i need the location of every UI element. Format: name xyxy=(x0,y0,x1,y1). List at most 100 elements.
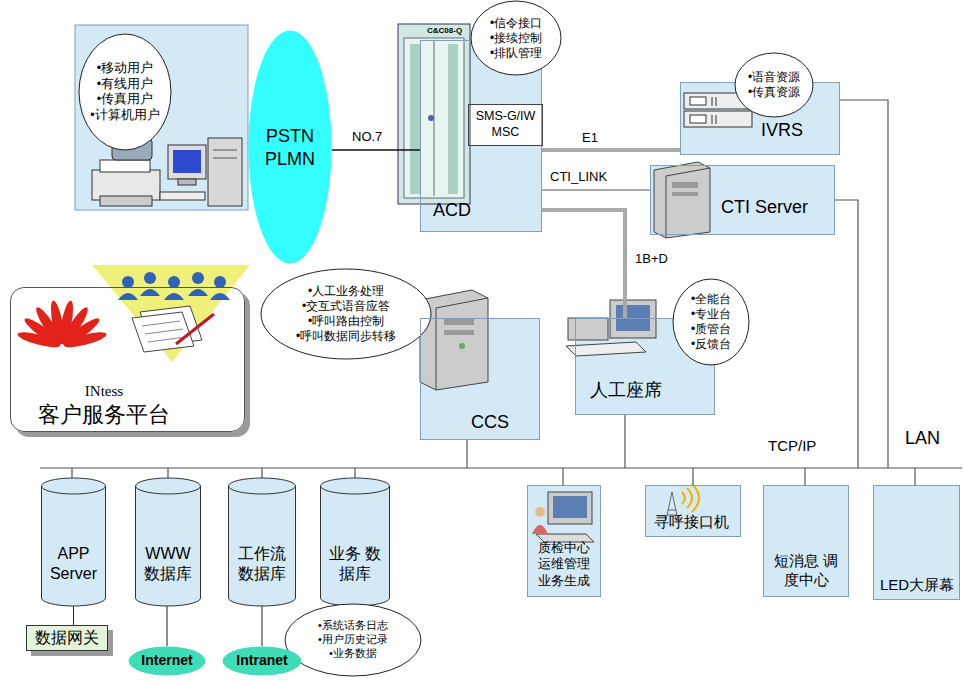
line-label: 1B+D xyxy=(633,252,670,267)
lan-bus xyxy=(40,100,962,485)
box-fill xyxy=(26,625,108,651)
ellipse-outline xyxy=(248,30,332,264)
cylinder-outline xyxy=(135,478,201,606)
node-text: IVRS xyxy=(761,119,803,142)
network-ellipse: Intranet xyxy=(222,646,302,676)
network-label: LAN xyxy=(905,428,940,449)
node-text: 数据网关 xyxy=(35,628,99,648)
connector xyxy=(542,148,680,152)
node-text: •交互式语音应答 xyxy=(296,299,396,314)
node-text: PSTN PLMN xyxy=(257,125,323,170)
node-text: •计算机用户 xyxy=(90,108,159,124)
box-fill xyxy=(680,82,840,155)
text-block: LED大屏幕 xyxy=(880,576,954,595)
text-block: •信令接口•接续控制•排队管理 xyxy=(490,16,542,61)
service-team-illustration xyxy=(92,265,250,362)
equipment-label: C&C08-Q xyxy=(427,26,462,35)
text-block: CTI Server xyxy=(721,196,808,219)
node-text: •用户历史记录 xyxy=(318,633,388,647)
cti-server-tower xyxy=(654,162,710,238)
node-text: •信令接口 xyxy=(490,16,542,31)
network-cloud: PSTN PLMN xyxy=(248,30,332,264)
text-block: WWW 数据库 xyxy=(139,544,197,584)
text-block: APP Server xyxy=(46,544,102,584)
database-cylinder: WWW 数据库 xyxy=(135,478,201,606)
text-block: 人工座席 xyxy=(590,379,662,402)
node-text: •全能台 xyxy=(691,292,731,307)
protocol-label: TCP/IP xyxy=(768,437,816,454)
node-text: WWW 数据库 xyxy=(139,544,197,584)
node-text: INtess xyxy=(19,382,189,401)
user-panel xyxy=(75,25,248,210)
node-text: Internet xyxy=(141,652,192,670)
text-block: •全能台•专业台•质管台•反馈台 xyxy=(691,292,731,352)
node-text: •呼叫路由控制 xyxy=(296,314,396,329)
cylinder-outline xyxy=(228,478,296,606)
text-block: ACD xyxy=(433,199,471,222)
huawei-logo xyxy=(16,300,107,350)
server-box: CTI Server xyxy=(650,165,835,235)
line-label: CTI_LINK xyxy=(548,170,609,185)
database-cylinder: 工作流 数据库 xyxy=(228,478,296,606)
bubble-note: •系统话务日志•用户历史记录•业务数据 xyxy=(284,603,422,677)
sms-center-box: 短消息 调度中心 xyxy=(763,485,849,597)
node-text: 人工座席 xyxy=(590,379,662,402)
node-text: •人工业务处理 xyxy=(296,284,396,299)
cylinder-outline xyxy=(320,478,390,606)
node-text: •移动用户 xyxy=(90,61,159,77)
sms-gateway-box: SMS-G/IW MSC xyxy=(468,104,543,146)
node-text: •传真资源 xyxy=(748,85,800,100)
box-fill xyxy=(527,485,601,597)
text-block: 质检中心 运维管理 业务生成 xyxy=(534,540,594,589)
text-block: •语音资源•传真资源 xyxy=(748,70,800,100)
box-fill xyxy=(763,485,849,597)
agent-workstation xyxy=(566,300,656,356)
platform-logo-box: INtess客户服务平台 xyxy=(10,287,245,432)
node-text: •呼叫数据同步转移 xyxy=(296,329,396,344)
node-text: •业务数据 xyxy=(318,647,388,661)
led-screen-box: LED大屏幕 xyxy=(873,485,960,600)
bubble-note: •人工业务处理•交互式语音应答•呼叫路由控制•呼叫数据同步转移 xyxy=(260,268,432,360)
connector xyxy=(542,210,625,318)
text-block: 寻呼接口机 xyxy=(654,513,729,532)
node-text: 质检中心 运维管理 业务生成 xyxy=(534,540,594,589)
node-text: ACD xyxy=(433,199,471,222)
text-block: •人工业务处理•交互式语音应答•呼叫路由控制•呼叫数据同步转移 xyxy=(296,284,396,344)
ccs-box: CCS xyxy=(420,318,540,440)
node-text: SMS-G/IW MSC xyxy=(473,109,539,140)
gateway-box: 数据网关 xyxy=(26,625,108,651)
box-fill xyxy=(645,485,741,537)
node-text: •排队管理 xyxy=(490,46,542,61)
node-text: APP Server xyxy=(46,544,102,584)
line-label: E1 xyxy=(580,131,600,146)
text-block: PSTN PLMN xyxy=(257,125,323,170)
text-block: •系统话务日志•用户历史记录•业务数据 xyxy=(318,619,388,660)
node-text: 客户服务平台 xyxy=(19,401,189,429)
node-text: •系统话务日志 xyxy=(318,619,388,633)
connector xyxy=(542,189,650,191)
text-block: CCS xyxy=(471,411,509,434)
network-ellipse: Internet xyxy=(128,646,206,676)
node-text: CCS xyxy=(471,411,509,434)
connector xyxy=(167,604,168,646)
text-block: 业务 数据库 xyxy=(325,544,385,584)
node-text: 工作流 数据库 xyxy=(232,544,292,584)
ccs-server-tower xyxy=(420,290,488,390)
node-text: •有线用户 xyxy=(90,76,159,92)
node-text: •接续控制 xyxy=(490,31,542,46)
node-text: •专业台 xyxy=(691,307,731,322)
qc-center-box: 质检中心 运维管理 业务生成 xyxy=(527,485,601,597)
text-block: INtess客户服务平台 xyxy=(19,382,189,428)
node-text: •反馈台 xyxy=(691,337,731,352)
text-block: 工作流 数据库 xyxy=(232,544,292,584)
qc-workstation xyxy=(532,492,594,542)
bubble-note: •全能台•专业台•质管台•反馈台 xyxy=(672,278,750,366)
node-text: CTI Server xyxy=(721,196,808,219)
node-text: Intranet xyxy=(236,652,287,670)
pager-box: 寻呼接口机 xyxy=(645,485,741,537)
text-block: 短消息 调度中心 xyxy=(772,552,840,590)
bubble-note: •移动用户•有线用户•传真用户•计算机用户 xyxy=(78,33,172,151)
node-text: 短消息 调度中心 xyxy=(772,552,840,590)
switch-cabinet xyxy=(398,24,470,204)
text-block: SMS-G/IW MSC xyxy=(473,109,539,140)
